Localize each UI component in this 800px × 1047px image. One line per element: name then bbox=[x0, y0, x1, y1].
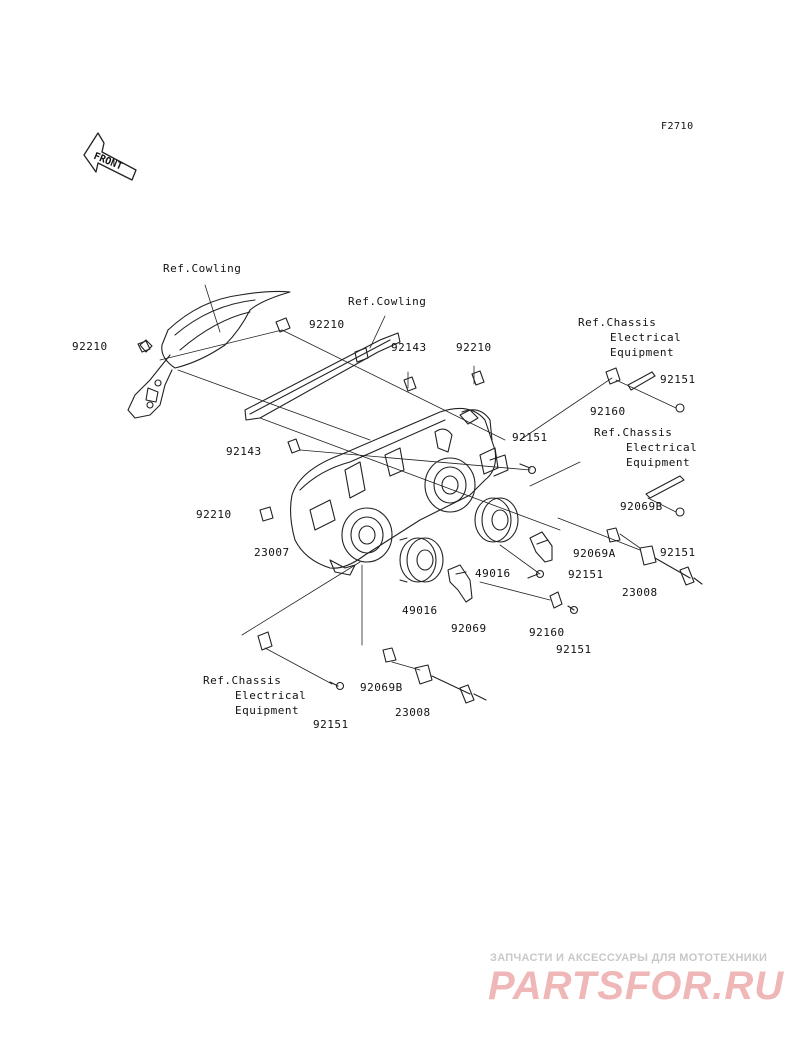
part-label-92151: 92151 bbox=[556, 643, 592, 656]
chassis-rod-middle bbox=[645, 475, 685, 499]
ref-chassis-label-3: Ref.Chassis Electrical Equipment bbox=[203, 673, 306, 718]
ref-chassis-line: Electrical bbox=[610, 331, 682, 344]
leader-lines bbox=[159, 284, 677, 685]
ref-chassis-line: Ref.Chassis bbox=[203, 674, 282, 687]
chassis-rod-upper bbox=[627, 371, 656, 391]
part-label-92069b: 92069B bbox=[620, 500, 663, 513]
part-label-92210: 92210 bbox=[456, 341, 492, 354]
part-label-92151: 92151 bbox=[313, 718, 349, 731]
part-label-92151: 92151 bbox=[660, 373, 696, 386]
fasteners bbox=[137, 317, 685, 691]
part-label-92210: 92210 bbox=[309, 318, 345, 331]
socket-23008-lower bbox=[414, 664, 487, 704]
part-label-92151: 92151 bbox=[512, 431, 548, 444]
part-label-92210: 92210 bbox=[72, 340, 108, 353]
part-label-92151: 92151 bbox=[568, 568, 604, 581]
part-label-92160: 92160 bbox=[590, 405, 626, 418]
ref-chassis-line: Equipment bbox=[235, 704, 300, 717]
part-label-92143: 92143 bbox=[226, 445, 262, 458]
ref-chassis-line: Ref.Chassis bbox=[594, 426, 673, 439]
front-arrow-icon bbox=[83, 132, 137, 181]
part-label-92160: 92160 bbox=[529, 626, 565, 639]
chassis-bracket-lower bbox=[257, 631, 273, 651]
ref-chassis-line: Equipment bbox=[626, 456, 691, 469]
ref-chassis-label-1: Ref.Chassis Electrical Equipment bbox=[578, 315, 681, 360]
watermark-logo: PARTSFOR.RU bbox=[488, 964, 785, 1008]
ref-chassis-line: Electrical bbox=[626, 441, 698, 454]
bulb-cap-lower bbox=[399, 537, 444, 583]
part-label-92210: 92210 bbox=[196, 508, 232, 521]
part-label-92069a: 92069A bbox=[573, 547, 616, 560]
bulb-92069-icon bbox=[447, 564, 473, 603]
part-label-49016: 49016 bbox=[402, 604, 438, 617]
part-label-23008: 23008 bbox=[622, 586, 658, 599]
part-label-92151: 92151 bbox=[660, 546, 696, 559]
figure-code: F2710 bbox=[661, 121, 694, 132]
socket-23008-upper bbox=[639, 545, 703, 586]
upper-cowling-bracket bbox=[127, 290, 291, 419]
ref-chassis-line: Equipment bbox=[610, 346, 675, 359]
part-label-23008: 23008 bbox=[395, 706, 431, 719]
headlight-housing bbox=[289, 407, 509, 576]
ref-chassis-line: Ref.Chassis bbox=[578, 316, 657, 329]
part-label-92069b: 92069B bbox=[360, 681, 403, 694]
pilot-bulb-92069b-lower bbox=[382, 647, 397, 663]
part-label-92143: 92143 bbox=[391, 341, 427, 354]
part-label-92069: 92069 bbox=[451, 622, 487, 635]
bulb-92069a-icon bbox=[529, 531, 553, 563]
part-label-23007: 23007 bbox=[254, 546, 290, 559]
bulb-cap-upper bbox=[474, 497, 519, 543]
part-label-49016: 49016 bbox=[475, 567, 511, 580]
ref-cowling-label-2: Ref.Cowling bbox=[348, 295, 427, 308]
watermark-tagline: ЗАПЧАСТИ И АКСЕССУАРЫ ДЛЯ МОТОТЕХНИКИ bbox=[490, 952, 768, 964]
ref-chassis-label-2: Ref.Chassis Electrical Equipment bbox=[594, 425, 697, 470]
ref-chassis-line: Electrical bbox=[235, 689, 307, 702]
ref-cowling-label-1: Ref.Cowling bbox=[163, 262, 242, 275]
cowling-stay bbox=[244, 332, 401, 421]
